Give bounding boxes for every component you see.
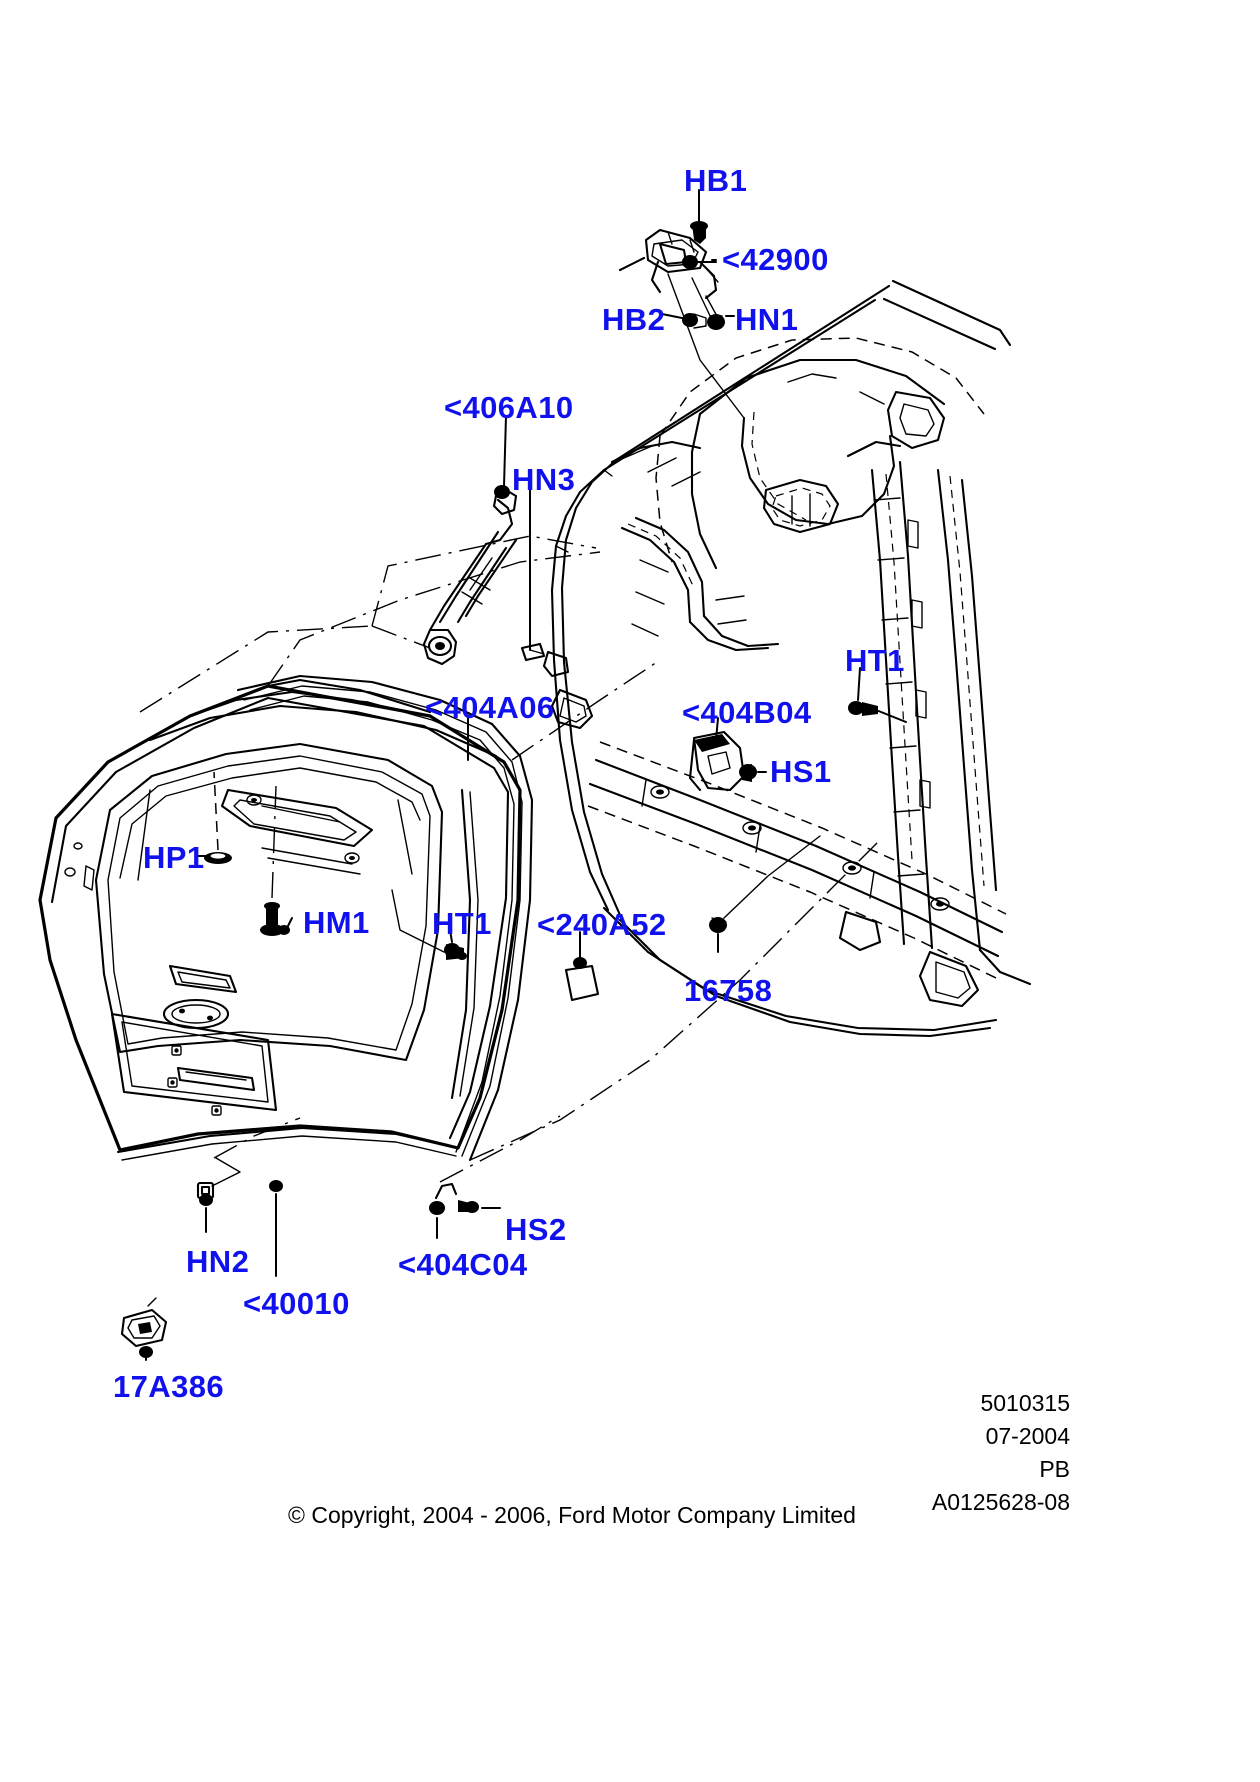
callout-17A386: 17A386: [113, 1369, 224, 1404]
drawing-date: 07-2004: [985, 1423, 1070, 1449]
callout-406A10: <406A10: [444, 390, 574, 425]
gas-strut-assembly: [422, 488, 518, 666]
callout-HB1: HB1: [684, 163, 748, 198]
callout-40010: <40010: [243, 1286, 350, 1321]
callout-HM1: HM1: [303, 905, 370, 940]
drawing-code: PB: [1039, 1456, 1070, 1482]
callout-HB2: HB2: [602, 302, 666, 337]
callout-HN1: HN1: [735, 302, 799, 337]
drawing-number: 5010315: [980, 1390, 1070, 1416]
callout-HT1-right: HT1: [845, 643, 905, 678]
callout-HN3: HN3: [512, 462, 576, 497]
leader-lines: [145, 189, 907, 1361]
assembly-guide-lines: [139, 535, 881, 1161]
callout-HN2: HN2: [186, 1244, 250, 1279]
tailgate-panel: [38, 678, 522, 1161]
body-side-structure: [542, 279, 1032, 1038]
callout-16758: 16758: [684, 973, 773, 1008]
callout-42900: <42900: [722, 242, 829, 277]
fasteners: [120, 221, 878, 1358]
callout-HS2: HS2: [505, 1212, 567, 1247]
callout-240A52: <240A52: [537, 907, 667, 942]
callout-HP1: HP1: [143, 840, 205, 875]
callout-404A06: <404A06: [425, 690, 555, 725]
callout-404C04: <404C04: [398, 1247, 528, 1282]
callout-HS1: HS1: [770, 754, 832, 789]
copyright-notice: © Copyright, 2004 - 2006, Ford Motor Com…: [288, 1502, 856, 1528]
tailgate-weatherstrip-seal: [236, 674, 534, 1162]
callout-HT1-left: HT1: [432, 906, 492, 941]
drawing-asset-id: A0125628-08: [931, 1489, 1070, 1515]
callout-404B04: <404B04: [682, 695, 812, 730]
